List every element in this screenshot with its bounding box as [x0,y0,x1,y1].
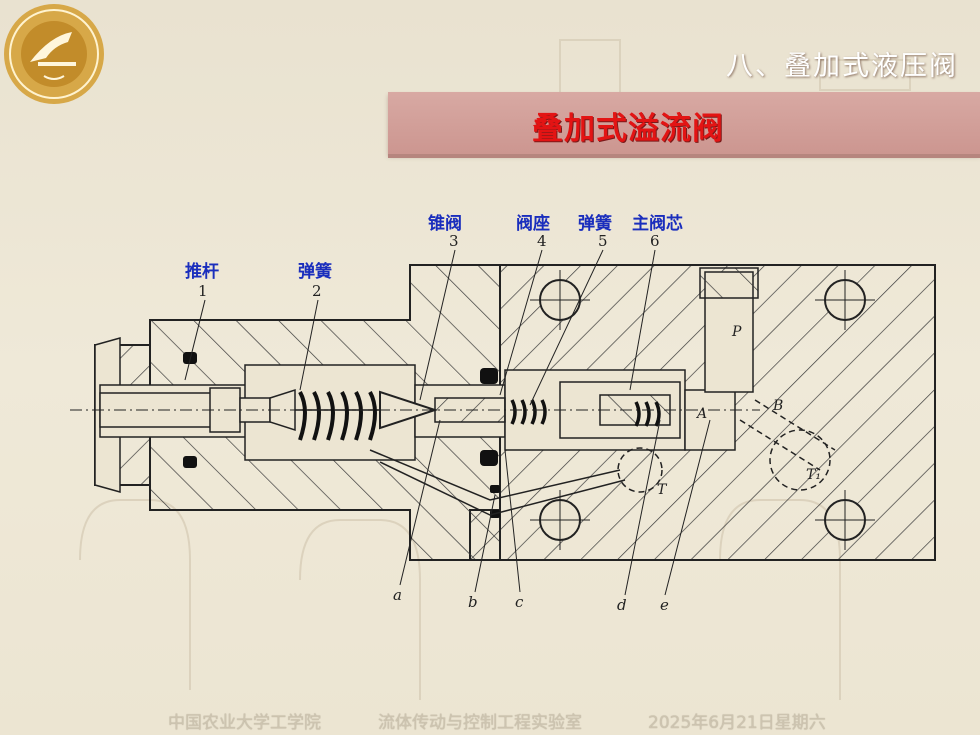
title-band [388,92,980,154]
label-cone-valve: 锥阀 [428,214,462,234]
centerlines [70,270,875,550]
hidden-ports [617,399,836,493]
title-band-shadow [388,154,980,158]
slide-subtitle: 叠加式溢流阀 [532,111,724,147]
leader-lines [184,249,711,596]
spring-5 [510,399,661,427]
port-t1: T₁ [806,467,821,483]
cone-valve [379,390,506,430]
number-2: 2 [312,282,322,300]
label-spring-1: 弹簧 [298,262,332,282]
footer-lab: 流体传动与控制工程实验室 [378,713,582,733]
number-5: 5 [598,232,608,250]
label-push-rod: 推杆 [185,262,219,282]
college-logo [4,4,104,104]
letter-e: e [660,596,669,614]
part-numbers: 1 2 3 4 5 6 [198,232,660,300]
footer-org: 中国农业大学工学院 [168,713,321,733]
label-valve-seat: 阀座 [516,214,550,234]
letter-c: c [515,593,524,611]
port-b: B [772,398,783,414]
drain-channels [369,449,626,516]
letter-b: b [468,593,478,611]
footer-date: 2025年6月21日星期六 [648,713,826,733]
label-spring-2: 弹簧 [578,214,612,234]
label-main-spool: 主阀芯 [632,214,683,234]
number-4: 4 [537,232,547,250]
spring-2 [295,391,385,441]
port-a: A [695,406,707,422]
section-title: 八、叠加式液压阀 [726,51,958,82]
number-1: 1 [198,282,208,300]
letter-a: a [393,586,402,604]
letter-labels: a b c d e [393,586,669,614]
valve-diagram: 1 2 3 4 5 6 a b c d e P A B T T₁ [70,232,936,614]
number-6: 6 [650,232,660,250]
number-3: 3 [449,232,459,250]
letter-d: d [617,596,627,614]
port-t: T [657,482,668,498]
port-labels: P A B T T₁ [657,324,821,498]
port-p: P [731,324,742,340]
